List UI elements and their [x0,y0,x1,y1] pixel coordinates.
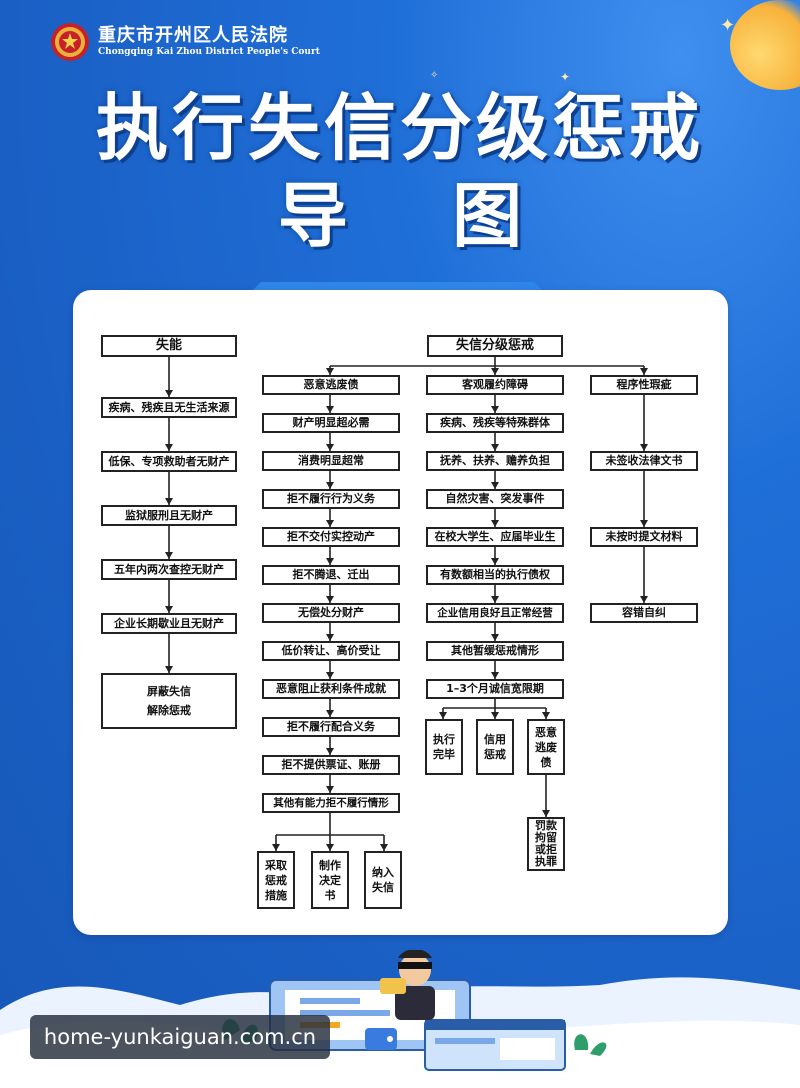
result-text: 逃废 [535,740,557,754]
left-item-box: 五年内两次查控无财产 [101,559,237,580]
left-result-line: 屏蔽失信 [147,685,191,698]
col2-result-box: 执行 完毕 [425,719,463,775]
sparkle-icon: ✦ [560,70,571,84]
result-text: 决定 [319,873,341,887]
result-text: 采取 [265,858,287,872]
court-name-en: Chongqing Kai Zhou District People's Cou… [98,47,320,57]
result-text: 纳入 [372,866,394,879]
col1-item-box: 无偿处分财产 [262,603,400,623]
col2-item-box: 自然灾害、突发事件 [426,489,564,509]
col1-item-box: 低价转让、高价受让 [262,641,400,661]
col1-item-box: 拒不提供票证、账册 [262,755,400,775]
result-text: 书 [324,888,336,902]
result-text: 或拒 [535,843,557,856]
court-header: 重庆市开州区人民法院 Chongqing Kai Zhou District P… [50,22,320,62]
col1-item-box: 恶意阻止获利条件成就 [262,679,400,699]
col1-item-box: 拒不履行行为义务 [262,489,400,509]
col3-item-box: 容错自纠 [590,603,698,623]
result-text: 措施 [265,888,287,902]
result-text: 执罪 [535,855,557,868]
result-text: 执行 [433,733,455,746]
thief-character-icon [380,950,435,1020]
left-result-line: 解除惩戒 [147,704,191,717]
col1-item-box: 拒不腾退、迁出 [262,565,400,585]
result-text: 拘留 [535,831,557,844]
left-result-box: 屏蔽失信 解除惩戒 [101,673,237,729]
watermark-label: home-yunkaiguan.com.cn [30,1015,330,1059]
left-item-box: 监狱服刑且无财产 [101,505,237,526]
browser-window-icon [424,1019,566,1071]
page-subtitle: 导 图 [277,175,563,257]
sparkle-icon: ✧ [430,70,439,81]
col1-item-box: 拒不交付实控动产 [262,527,400,547]
result-text: 惩戒 [484,748,506,761]
col2-result-box: 信用 惩戒 [476,719,514,775]
result-text: 失信 [372,881,394,894]
left-item-box: 低保、专项救助者无财产 [101,451,237,472]
col3-item-box: 未签收法律文书 [590,451,698,471]
sparkle-icon: ✦ [720,15,736,36]
court-name-cn: 重庆市开州区人民法院 [98,25,288,46]
col2-head-box: 客观履约障碍 [426,375,564,395]
left-item-box: 疾病、残疾且无生活来源 [101,397,237,418]
col1-item-box: 拒不履行配合义务 [262,717,400,737]
col2-result-box: 恶意 逃废 债 [527,719,565,775]
col1-item-box: 财产明显超必需 [262,413,400,433]
col1-head-box: 恶意逃废债 [262,375,400,395]
col2-item-box: 疾病、残疾等特殊群体 [426,413,564,433]
col3-item-box: 未按时提文材料 [590,527,698,547]
col2-item-box: 其他暂缓惩戒情形 [426,641,564,661]
col2-item-box: 有数额相当的执行债权 [426,565,564,585]
col2-item-box: 在校大学生、应届毕业生 [426,527,564,547]
col2-item-box: 抚养、扶养、赡养负担 [426,451,564,471]
col1-item-box: 其他有能力拒不履行情形 [262,793,400,813]
result-text: 惩戒 [265,873,287,887]
result-text: 债 [540,755,552,769]
page-title: 执行失信分级惩戒 [95,86,704,170]
result-text: 罚款 [535,819,557,832]
result-text: 完毕 [433,748,455,761]
result-text: 信用 [484,733,506,746]
court-emblem-icon [51,23,89,61]
col2-item-box: 企业信用良好且正常经营 [426,603,564,623]
col1-item-box: 消费明显超常 [262,451,400,471]
col1-result-box: 纳入 失信 [364,851,402,909]
col2-final-box: 罚款 拘留 或拒 执罪 [527,817,565,871]
col1-result-box: 采取 惩戒 措施 [257,851,295,909]
col3-head-box: 程序性瑕疵 [590,375,698,395]
left-item-box: 企业长期歇业且无财产 [101,613,237,634]
main-head-box: 失信分级惩戒 [427,335,563,357]
bottom-illustration [0,950,800,1088]
wallet-icon [365,1028,397,1050]
result-text: 制作 [319,858,341,872]
col2-item-box: 1–3个月诚信宽限期 [426,679,564,699]
left-head-box: 失能 [101,335,237,357]
result-text: 恶意 [535,725,557,739]
col1-result-box: 制作 决定 书 [311,851,349,909]
